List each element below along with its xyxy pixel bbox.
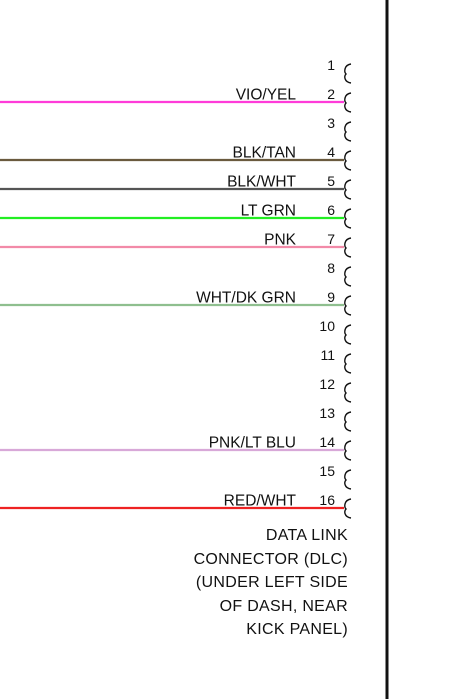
wire-label: PNK/LT BLU (209, 435, 296, 452)
pin-8: 8 (327, 260, 352, 287)
pin-1: 1 (327, 57, 352, 84)
pin-10: 10 (319, 318, 352, 345)
pin-number: 3 (327, 115, 335, 131)
pin-6: 6 LT GRN (0, 202, 352, 229)
wire-label: WHT/DK GRN (196, 290, 296, 307)
pin-number: 4 (327, 144, 335, 160)
pin-number: 7 (327, 231, 335, 247)
connector-label-line-4: OF DASH, NEAR (219, 597, 348, 615)
pin-contact-icon (344, 440, 352, 461)
pin-number: 1 (327, 57, 335, 73)
connector-label-line-1: DATA LINK (265, 527, 348, 544)
pin-number: 8 (327, 260, 335, 276)
pin-3: 3 (327, 115, 352, 142)
pin-number: 14 (319, 434, 335, 450)
pin-contact-icon (344, 411, 352, 432)
wire-label: BLK/WHT (227, 174, 296, 191)
pin-contact-icon (344, 353, 352, 374)
pin-12: 12 (319, 376, 352, 403)
connector-label-line-5: KICK PANEL) (246, 621, 348, 638)
pin-contact-icon (344, 92, 352, 113)
wire-label: BLK/TAN (233, 145, 296, 162)
pin-2: 2 VIO/YEL (0, 86, 352, 113)
connector-label-line-3: (UNDER LEFT SIDE (195, 574, 348, 591)
pin-16: 16 RED/WHT (0, 492, 352, 519)
pin-contact-icon (344, 63, 352, 84)
pin-contact-icon (344, 208, 352, 229)
pin-number: 12 (319, 376, 335, 392)
pin-number: 9 (327, 289, 335, 305)
connector-label: DATA LINK CONNECTOR (DLC) (UNDER LEFT SI… (194, 524, 348, 642)
pin-contact-icon (344, 295, 352, 316)
pin-contact-icon (344, 179, 352, 200)
pin-number: 2 (327, 86, 335, 102)
pin-number: 11 (320, 347, 335, 363)
pin-number: 10 (319, 318, 335, 334)
wire-label: RED/WHT (224, 493, 297, 510)
pin-7: 7 PNK (0, 231, 352, 258)
pin-15: 15 (319, 463, 352, 490)
pin-number: 6 (327, 202, 335, 218)
wire-label: PNK (264, 232, 297, 249)
pin-contact-icon (344, 121, 352, 142)
pin-contact-icon (344, 324, 352, 345)
pin-contact-icon (344, 150, 352, 171)
pin-13: 13 (319, 405, 352, 432)
pin-11: 11 (320, 347, 352, 374)
pin-contact-icon (344, 266, 352, 287)
pin-number: 15 (319, 463, 335, 479)
pin-number: 13 (319, 405, 335, 421)
pin-contact-icon (344, 237, 352, 258)
pin-4: 4 BLK/TAN (0, 144, 352, 171)
pin-5: 5 BLK/WHT (0, 173, 352, 200)
pin-contact-icon (344, 498, 352, 519)
pin-contact-icon (344, 382, 352, 403)
pin-contact-icon (344, 469, 352, 490)
wire-label: LT GRN (241, 203, 296, 220)
pin-number: 16 (319, 492, 335, 508)
wire-label: VIO/YEL (236, 87, 297, 104)
pin-9: 9 WHT/DK GRN (0, 289, 352, 316)
connector-label-line-2: CONNECTOR (DLC) (193, 550, 348, 568)
pin-14: 14 PNK/LT BLU (0, 434, 352, 461)
pin-number: 5 (327, 173, 335, 189)
